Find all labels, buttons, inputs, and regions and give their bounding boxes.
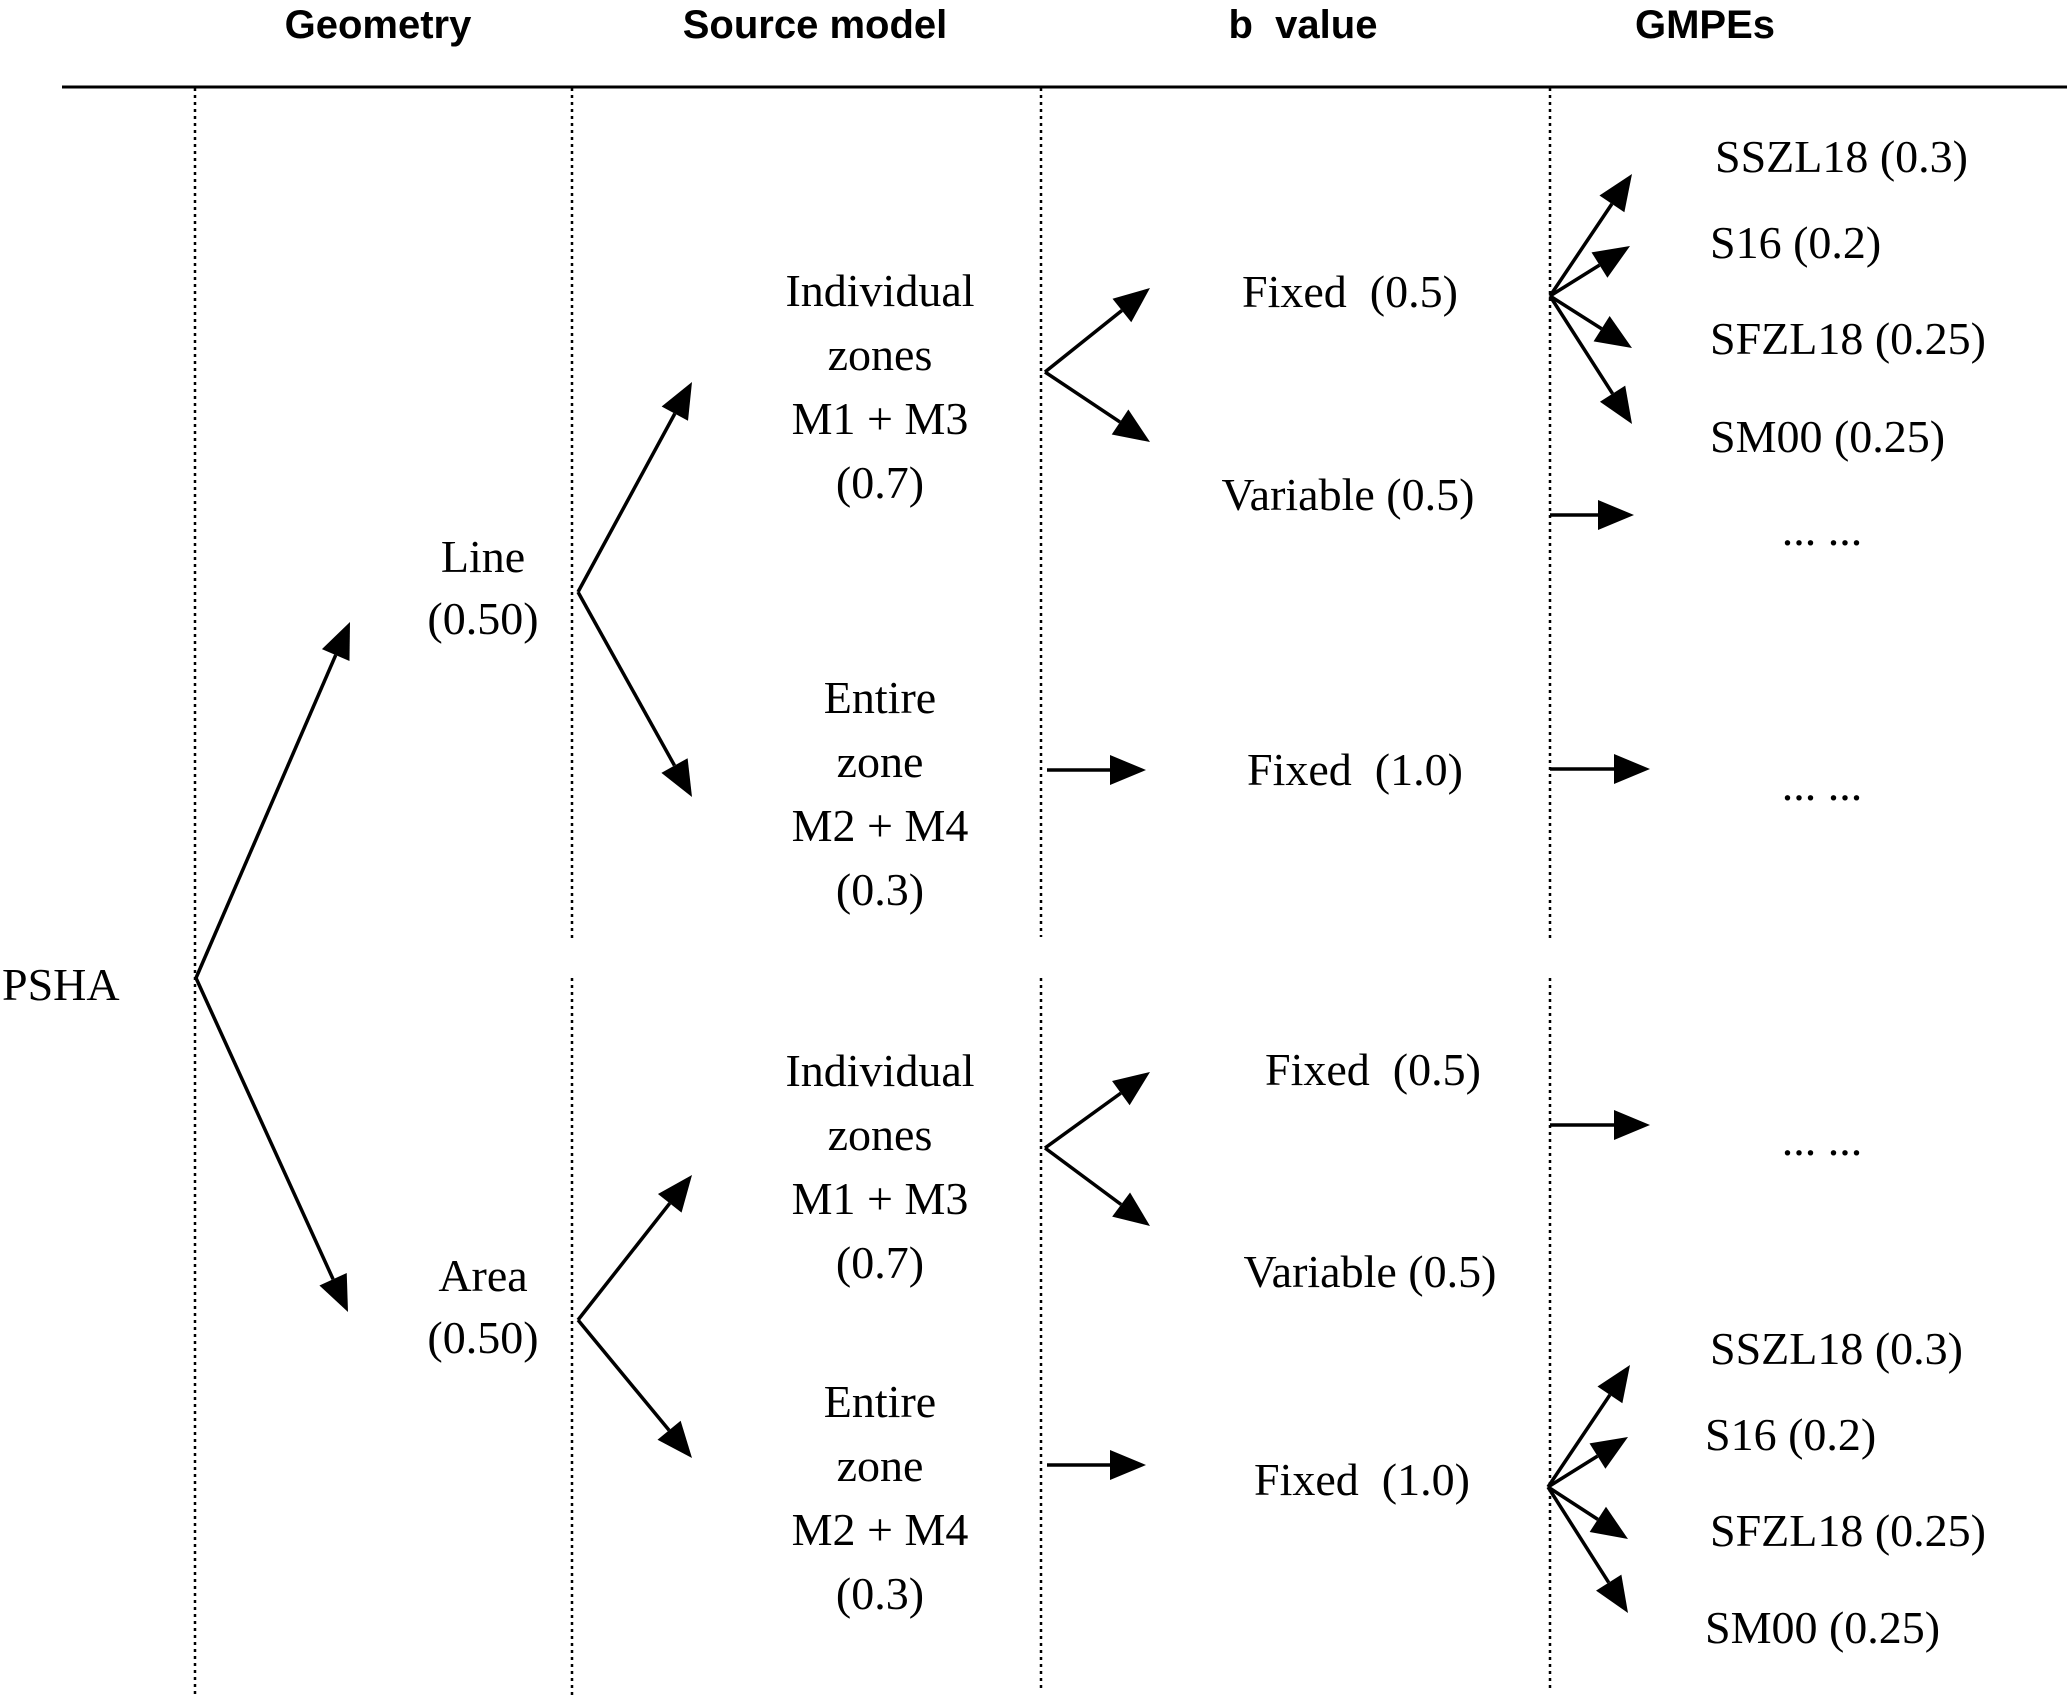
b-value-area-entire-fixed: Fixed (1.0) [1254,1454,1470,1505]
b-value-line-entire-fixed: Fixed (1.0) [1247,744,1463,795]
source-label: zones [828,329,933,380]
source-label: zone [837,1440,924,1491]
gmpe-item: SSZL18 (0.3) [1710,1323,1963,1374]
gmpe-item: SM00 (0.25) [1705,1602,1940,1653]
gmpe-item: S16 (0.2) [1705,1409,1876,1460]
b-value-line-individual-variable: Variable (0.5) [1222,469,1475,520]
source-label: zones [828,1109,933,1160]
arrowhead-icon [657,1175,692,1213]
root-psha: PSHA [2,959,120,1010]
branch-arrow-line [576,1318,671,1432]
arrowhead-icon [1597,1365,1630,1404]
arrowhead-icon [1110,755,1146,785]
arrowhead-icon [1111,409,1150,442]
arrowhead-icon [1614,1110,1650,1140]
branch-arrow-line [1547,1454,1599,1489]
arrowhead-icon [661,382,692,421]
source-weight: (0.3) [836,864,924,915]
source-label: Individual [785,265,974,316]
branch-arrow-line [1044,370,1122,424]
source-weight: (0.7) [836,457,924,508]
header-gmpes: GMPEs [1635,3,1775,47]
branch-arrow-line [1548,295,1615,395]
branch-arrow-line [194,654,338,979]
source-label: M1 + M3 [792,1173,969,1224]
b-value-area-individual-variable: Variable (0.5) [1244,1246,1497,1297]
arrowhead-icon [1591,246,1630,278]
source-label: Individual [785,1045,974,1096]
branch-arrow-line [1547,1485,1599,1521]
gmpe-item: SSZL18 (0.3) [1715,131,1968,182]
gmpe-item: SM00 (0.25) [1710,411,1945,462]
branch-arrows [194,174,1650,1613]
gmpe-item: S16 (0.2) [1710,217,1881,268]
arrowhead-icon [319,1273,348,1312]
arrowhead-icon [661,758,692,797]
arrowhead-icon [1593,316,1632,348]
arrowhead-icon [1589,1506,1628,1539]
geometry-area-weight: (0.50) [427,1312,538,1363]
arrowhead-icon [1614,754,1650,784]
gmpe-item: SFZL18 (0.25) [1710,313,1986,364]
source-label: M2 + M4 [792,800,969,851]
b-value-line-individual-fixed: Fixed (0.5) [1242,266,1458,317]
b-value-area-individual-fixed: Fixed (0.5) [1265,1044,1481,1095]
gmpe-item: SFZL18 (0.25) [1710,1505,1986,1556]
source-label: Entire [824,1376,936,1427]
source-area-entire: Entire zone M2 + M4 (0.3) [792,1376,969,1619]
branch-arrow-line [1043,1146,1123,1206]
arrowhead-icon [1598,500,1634,530]
gmpe-ellipsis: ... ... [1782,759,1863,810]
source-label: M1 + M3 [792,393,969,444]
source-weight: (0.3) [836,1568,924,1619]
geometry-area-name: Area [438,1250,527,1301]
arrowhead-icon [1599,174,1632,213]
source-label: zone [837,736,924,787]
arrowhead-icon [1599,385,1632,424]
branch-arrow-line [1546,1393,1612,1488]
arrowhead-icon [1112,288,1150,323]
branch-arrow-line [1549,263,1601,298]
arrowhead-icon [1112,1192,1150,1226]
gmpe-ellipsis: ... ... [1782,504,1863,555]
arrowhead-icon [657,1420,692,1458]
arrowhead-icon [1110,1450,1146,1480]
branch-arrow-line [576,1202,672,1322]
arrowhead-icon [1589,1437,1628,1469]
branch-arrow-line [576,412,677,593]
branch-arrow-line [1043,309,1123,374]
branch-arrow-line [1549,294,1603,331]
header-geometry: Geometry [285,3,472,47]
source-line-entire: Entire zone M2 + M4 (0.3) [792,672,969,915]
arrowhead-icon [1112,1072,1150,1106]
branch-arrow-line [1043,1091,1122,1150]
branch-arrow-line [1546,1486,1611,1584]
gmpe-list-bottom: SSZL18 (0.3) S16 (0.2) SFZL18 (0.25) SM0… [1705,1323,1986,1653]
geometry-line-weight: (0.50) [427,593,538,644]
gmpe-list-top: SSZL18 (0.3) S16 (0.2) SFZL18 (0.25) SM0… [1710,131,1986,462]
branch-arrow-line [576,591,677,767]
source-label: M2 + M4 [792,1504,969,1555]
header-source-model: Source model [683,3,948,47]
source-label: Entire [824,672,936,723]
branch-arrow-line [194,977,335,1280]
source-area-individual: Individual zones M1 + M3 (0.7) [785,1045,974,1288]
header-b-value: b value [1229,3,1378,47]
source-line-individual: Individual zones M1 + M3 (0.7) [785,265,974,508]
arrowhead-icon [321,622,350,661]
branch-arrow-line [1548,202,1614,297]
arrowhead-icon [1596,1574,1628,1613]
geometry-line-name: Line [441,531,525,582]
source-weight: (0.7) [836,1237,924,1288]
gmpe-ellipsis: ... ... [1782,1114,1863,1165]
